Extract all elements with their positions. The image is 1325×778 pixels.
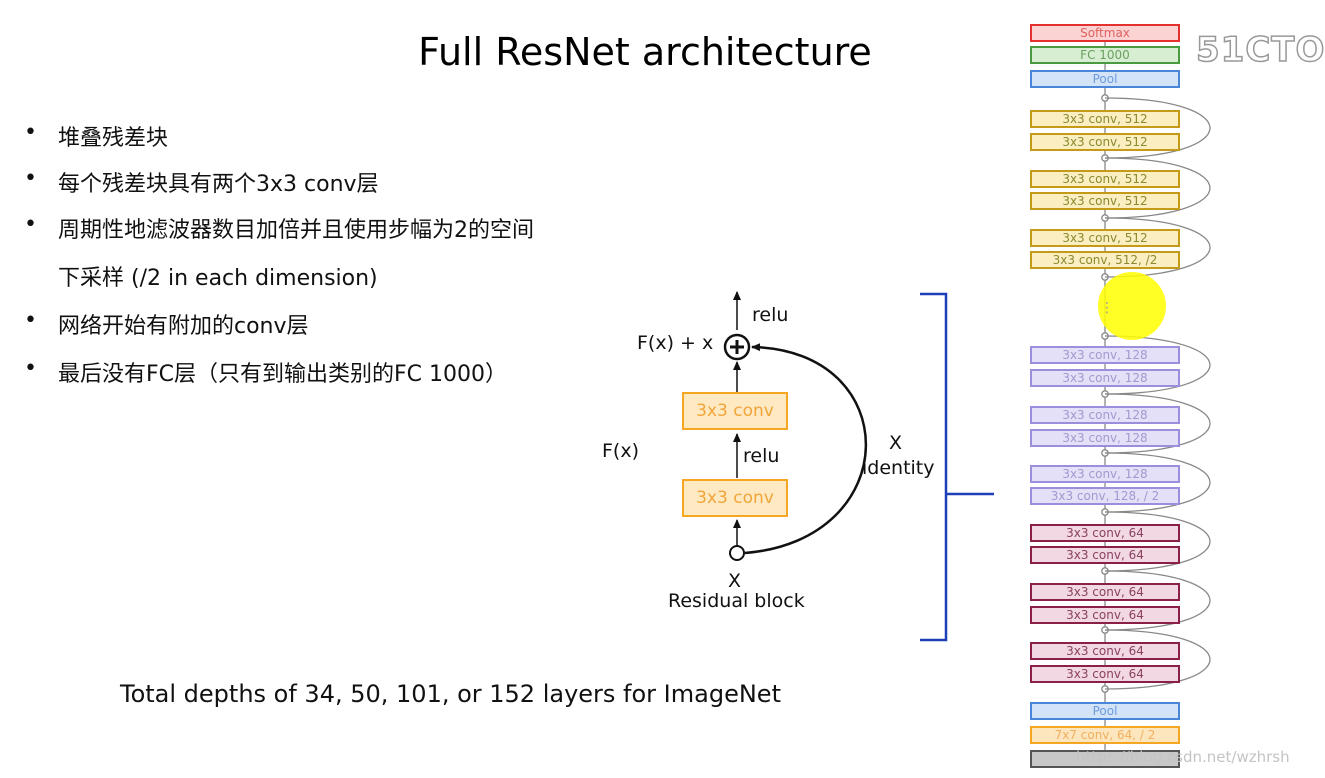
- cursor-highlight: [1098, 272, 1166, 340]
- x-input-label: X: [728, 570, 742, 592]
- skip-loop: [1104, 157, 1211, 219]
- watermark-logo: 51CTO: [1195, 29, 1325, 71]
- network-layer: [1030, 750, 1180, 768]
- network-connections: [1101, 42, 1211, 750]
- bullet-text: 网络开始有附加的conv层: [58, 314, 309, 339]
- conv-box-top: 3x3 conv: [682, 392, 788, 430]
- network-layer: 3x3 conv, 128: [1030, 346, 1180, 364]
- network-layer: 3x3 conv, 64: [1030, 606, 1180, 624]
- network-layer: 3x3 conv, 512, /2: [1030, 251, 1180, 269]
- network-layer: Softmax: [1030, 24, 1180, 42]
- network-layer: 3x3 conv, 512: [1030, 170, 1180, 188]
- network-layer: 3x3 conv, 64: [1030, 524, 1180, 542]
- network-layer: Pool: [1030, 702, 1180, 720]
- skip-loop: [1104, 629, 1211, 690]
- relu-top-label: relu: [752, 304, 789, 326]
- identity-skip-arrow: [744, 343, 868, 555]
- skip-loop: [1104, 511, 1211, 572]
- skip-loop: [1104, 335, 1211, 395]
- skip-loop: [1104, 393, 1211, 454]
- bullet-dot: •: [24, 356, 37, 381]
- conv-box-bottom: 3x3 conv: [682, 479, 788, 517]
- relu-mid-label: relu: [743, 445, 780, 467]
- network-layer: 3x3 conv, 512: [1030, 110, 1180, 128]
- bullet-text: 堆叠残差块: [58, 126, 169, 151]
- network-layer: 3x3 conv, 512: [1030, 133, 1180, 151]
- bullet-dot: •: [24, 166, 37, 191]
- network-layer: 3x3 conv, 128: [1030, 406, 1180, 424]
- network-layer: 3x3 conv, 512: [1030, 192, 1180, 210]
- skip-loop: [1104, 97, 1211, 159]
- residual-block-caption: Residual block: [668, 590, 805, 612]
- watermark-url: https://blog.csdn.net/wzhrsh: [1076, 748, 1290, 766]
- network-layer: 3x3 conv, 64: [1030, 546, 1180, 564]
- network-layer: 3x3 conv, 128: [1030, 369, 1180, 387]
- network-layer: 7x7 conv, 64, / 2: [1030, 726, 1180, 744]
- ellipsis-dots: ⋮: [1100, 300, 1114, 316]
- bullet-text: 最后没有FC层（只有到输出类别的FC 1000）: [58, 362, 508, 387]
- bullet-dot: •: [24, 212, 37, 237]
- network-layer: 3x3 conv, 128: [1030, 465, 1180, 483]
- identity-label: identity: [862, 457, 935, 479]
- network-layer: 3x3 conv, 512: [1030, 229, 1180, 247]
- fx-plus-x-label: F(x) + x: [637, 332, 714, 354]
- skip-loop: [1104, 217, 1211, 278]
- skip-loop: [1104, 452, 1211, 513]
- footer-text: Total depths of 34, 50, 101, or 152 laye…: [120, 680, 781, 708]
- bullet-text: 每个残差块具有两个3x3 conv层: [58, 172, 379, 197]
- bullet-dot: •: [24, 308, 37, 333]
- network-layer: Pool: [1030, 70, 1180, 88]
- skip-loop: [1104, 570, 1211, 631]
- diagram-svg: ⋮: [723, 42, 1211, 750]
- bullet-text: 下采样 (/2 in each dimension): [58, 266, 378, 291]
- identity-x-label: X: [889, 432, 903, 454]
- bullet-text: 周期性地滤波器数目加倍并且使用步幅为2的空间: [58, 218, 534, 243]
- zoom-bracket: [920, 292, 994, 642]
- network-layer: FC 1000: [1030, 46, 1180, 64]
- network-layer: 3x3 conv, 64: [1030, 665, 1180, 683]
- input-node: [729, 545, 745, 561]
- bullet-dot: •: [24, 120, 37, 145]
- slide-title: Full ResNet architecture: [418, 30, 872, 74]
- fx-label: F(x): [602, 440, 639, 462]
- network-layer: 3x3 conv, 128: [1030, 429, 1180, 447]
- network-layer: 3x3 conv, 64: [1030, 583, 1180, 601]
- network-layer: 3x3 conv, 64: [1030, 642, 1180, 660]
- network-layer: 3x3 conv, 128, / 2: [1030, 487, 1180, 505]
